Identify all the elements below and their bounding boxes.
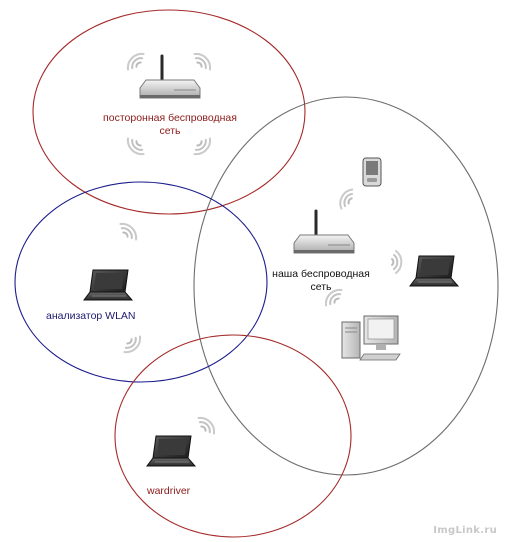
wifi-signal-icon: [123, 49, 148, 74]
foreign-network-circle: [32, 9, 306, 215]
our-network-label: наша беспроводная сеть: [258, 268, 384, 294]
wardriver-circle: [114, 334, 352, 538]
wlan-analyzer-circle: [14, 181, 268, 383]
wifi-signal-icon: [120, 332, 145, 357]
pda-icon: [362, 157, 382, 187]
wlan-analyzer-label: анализатор WLAN: [46, 310, 136, 322]
our-router-icon: [292, 209, 356, 255]
pc-laptop-icon: [409, 255, 459, 287]
our-network-circle: [193, 96, 499, 476]
foreign-network-label: посторонная беспроводная сеть: [82, 112, 258, 138]
our-network-label-line1: наша беспроводная: [272, 268, 370, 280]
desktop-computer-icon: [341, 315, 401, 361]
wifi-signal-icon: [123, 134, 148, 159]
wifi-signal-icon: [391, 250, 403, 274]
foreign-router-icon: [138, 54, 202, 100]
wardriver-label: wardriver: [147, 485, 191, 497]
foreign-network-label-line2: сеть: [159, 125, 181, 137]
our-network-label-line2: сеть: [310, 281, 332, 293]
wifi-signal-icon: [190, 134, 215, 159]
wardriver-laptop-icon: [146, 435, 196, 467]
wifi-signal-icon: [335, 185, 357, 212]
foreign-network-label-line1: посторонная беспроводная: [103, 112, 237, 124]
wifi-signal-icon: [116, 219, 141, 244]
analyzer-laptop-icon: [83, 269, 133, 301]
watermark: ImgLink.ru: [433, 525, 497, 536]
wifi-signal-icon: [194, 413, 219, 438]
wifi-signal-icon: [190, 49, 215, 74]
